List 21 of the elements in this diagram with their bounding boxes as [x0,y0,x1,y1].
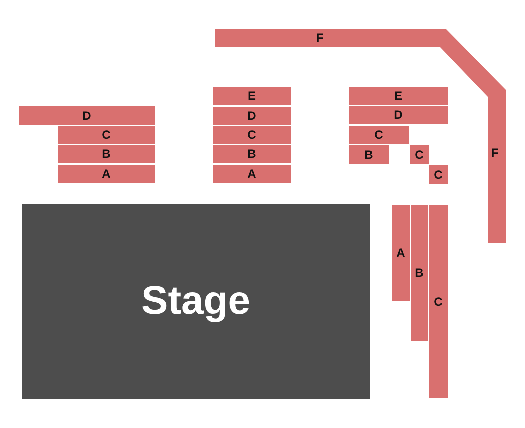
seating-section: B [411,205,428,341]
seating-section: E [349,87,448,105]
seating-section: C [410,145,429,164]
seating-section: C [429,205,448,398]
seating-section: B [349,145,389,164]
seating-section: B [58,145,155,163]
seating-section: E [213,87,291,105]
seating-section: A [392,205,410,301]
seating-section: D [19,106,155,125]
seating-section: A [213,165,291,183]
seating-section: C [213,126,291,144]
seating-section: D [349,106,448,124]
stage-area: Stage [22,204,370,399]
section-label: F [491,146,499,160]
seating-section: B [213,145,291,163]
seating-section: C [349,126,409,144]
seating-section: A [58,165,155,183]
seating-section: C [58,126,155,144]
section-label: F [316,31,324,45]
seating-section: C [429,165,448,184]
seating-section: D [213,107,291,125]
